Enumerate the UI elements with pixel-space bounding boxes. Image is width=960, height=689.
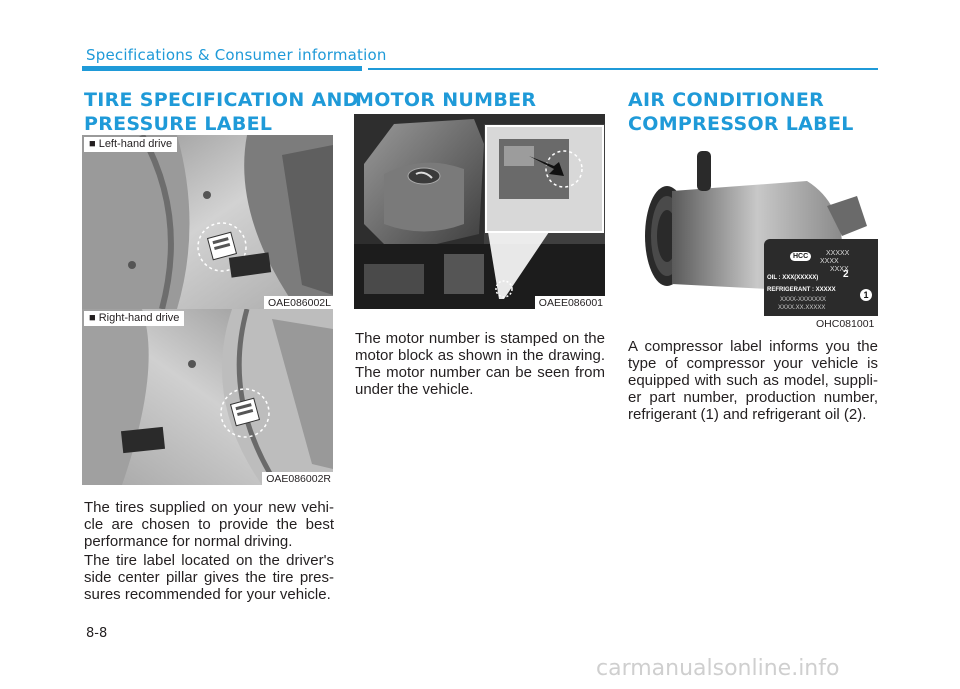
label-x5: XXXX.XX.XXXXX [778,305,826,311]
label-brand: HCC [790,252,812,261]
tire-paragraph-2: The tire label located on the driver's s… [84,552,334,603]
aircon-title-line1: AIR CONDITIONER [628,89,825,111]
motor-paragraph: The motor number is stamped on the motor… [355,330,605,398]
label-x1: XXXXX [826,250,850,257]
figure-tag-left-hand-drive: ■ Left-hand drive [84,137,178,152]
figure-motor: OAEE086001 [354,114,605,309]
label-oil-line: OIL : XXX(XXXXX) [767,275,819,281]
label-x4: XXXX-XXXXXXX [780,297,827,303]
figure-left-hand-drive: ■ Left-hand drive OAE086002L [82,135,333,309]
aircon-title-line2: COMPRESSOR LABEL [628,113,854,135]
header-title: Specifications & Consumer information [86,46,387,64]
label-x3: XXXX [830,266,849,273]
header-bar-thick [82,66,362,71]
watermark: carmanualsonline.info [596,656,840,681]
label-x2: XXXX [820,258,839,265]
motor-section-title: MOTOR NUMBER [355,89,537,111]
door-pillar-illustration [82,309,333,485]
figure-right-hand-drive: ■ Right-hand drive OAE086002R [82,309,333,485]
tire-title-line2: PRESSURE LABEL [84,113,273,135]
door-pillar-illustration [82,135,333,309]
figure-code-ohc081001: OHC081001 [816,318,875,330]
aircon-section-title: AIR CONDITIONER COMPRESSOR LABEL [628,88,854,136]
figure-compressor: HCC XXXXX XXXX XXXX OIL : XXX(XXXXX) 2 R… [627,136,878,316]
tire-title-line1: TIRE SPECIFICATION AND [84,89,359,111]
tire-paragraph-1: The tires supplied on your new vehi-cle … [84,499,334,550]
page-number: 8-8 [86,626,108,641]
aircon-paragraph: A compressor label informs you the type … [628,338,878,423]
figure-code-oaee086001: OAEE086001 [534,296,605,309]
motor-bay-illustration [354,114,605,309]
figure-code-oae086002l: OAE086002L [263,296,333,309]
tire-section-title: TIRE SPECIFICATION AND PRESSURE LABEL [84,88,359,136]
figure-tag-right-hand-drive: ■ Right-hand drive [84,311,185,326]
label-refrigerant-line: REFRIGERANT : XXXXX [767,287,836,293]
compressor-label-callout: HCC XXXXX XXXX XXXX OIL : XXX(XXXXX) 2 R… [764,239,878,316]
callout-1: 1 [860,289,872,301]
header-bar-thin [368,68,878,70]
figure-code-oae086002r: OAE086002R [262,472,333,485]
callout-2: 2 [843,269,849,280]
